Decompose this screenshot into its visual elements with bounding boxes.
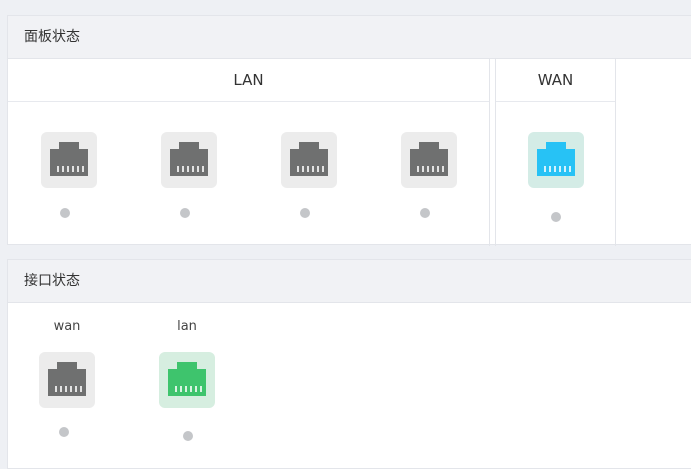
interface-wan-label: wan [53, 319, 81, 334]
wan-group-label: WAN [496, 59, 615, 102]
lan-port-4-icon[interactable] [401, 132, 457, 188]
wan-port-1-icon[interactable] [528, 132, 584, 188]
lan-port-group: LAN [8, 59, 490, 246]
lan-port-3-icon[interactable] [281, 132, 337, 188]
lan-port-2-status-dot [180, 208, 190, 218]
lan-port-2-icon[interactable] [161, 132, 217, 188]
ethernet-port-icon [537, 142, 575, 176]
ethernet-port-icon [410, 142, 448, 176]
ethernet-port-icon [50, 142, 88, 176]
ethernet-port-icon [170, 142, 208, 176]
lan-port-4-status-dot [420, 208, 430, 218]
lan-group-label: LAN [8, 59, 489, 102]
panel-status-section: 面板状态 LAN [7, 15, 691, 246]
interface-status-title: 接口状态 [8, 260, 691, 303]
ethernet-port-icon [168, 362, 206, 396]
wan-port-group: WAN [495, 59, 616, 246]
interface-status-section: 接口状态 wan lan [7, 259, 691, 469]
ethernet-port-icon [48, 362, 86, 396]
lan-port-1-icon[interactable] [41, 132, 97, 188]
interface-wan-port-icon[interactable] [39, 352, 95, 408]
ethernet-port-icon [290, 142, 328, 176]
lan-port-3-status-dot [300, 208, 310, 218]
interface-lan-port-icon[interactable] [159, 352, 215, 408]
interface-lan-status-dot [183, 431, 193, 441]
interface-wan-status-dot [59, 427, 69, 437]
lan-port-1-status-dot [60, 208, 70, 218]
panel-status-title: 面板状态 [8, 16, 691, 59]
wan-port-1-status-dot [551, 212, 561, 222]
interface-lan-label: lan [177, 319, 197, 334]
